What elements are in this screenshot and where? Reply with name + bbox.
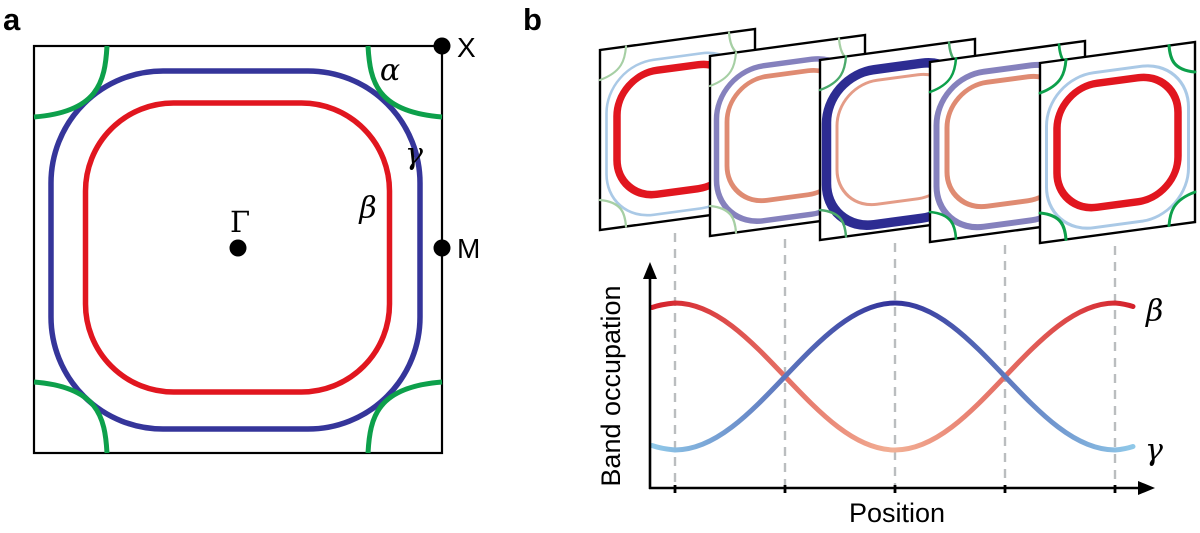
gamma-point-dot [229, 239, 247, 257]
fermi-slice-5 [1038, 40, 1197, 245]
gamma-curve-label: γ [1145, 433, 1163, 468]
panel-a: a Γ X M α γ β [3, 2, 480, 455]
band-occupation-plot: Band occupation Position β γ [596, 262, 1163, 528]
y-axis-arrowhead [643, 262, 657, 279]
x-point-dot [433, 37, 451, 55]
beta-occupation-curve [649, 300, 1136, 453]
x-axis-ticks [673, 485, 1117, 493]
x-axis-arrowhead [1138, 481, 1155, 495]
gamma-fermi-contour [48, 68, 423, 432]
panel-b-letter: b [523, 2, 542, 37]
panel-a-letter: a [3, 2, 21, 37]
gamma-band-label: γ [405, 137, 423, 172]
beta-band-label: β [358, 191, 376, 226]
position-guides [673, 233, 1117, 486]
alpha-band-label: α [380, 53, 400, 88]
panel-b: b [523, 2, 1197, 528]
m-point-label: M [457, 233, 480, 264]
m-point-dot [433, 239, 451, 257]
gamma-point-label: Γ [230, 205, 250, 239]
y-axis-label: Band occupation [596, 285, 626, 486]
x-point-label: X [457, 32, 476, 63]
gamma-occupation-curve [649, 300, 1136, 453]
alpha-pocket-contours [33, 45, 443, 454]
beta-curve-label: β [1145, 294, 1163, 329]
x-axis-label: Position [849, 498, 945, 528]
beta-fermi-contour [82, 100, 393, 395]
